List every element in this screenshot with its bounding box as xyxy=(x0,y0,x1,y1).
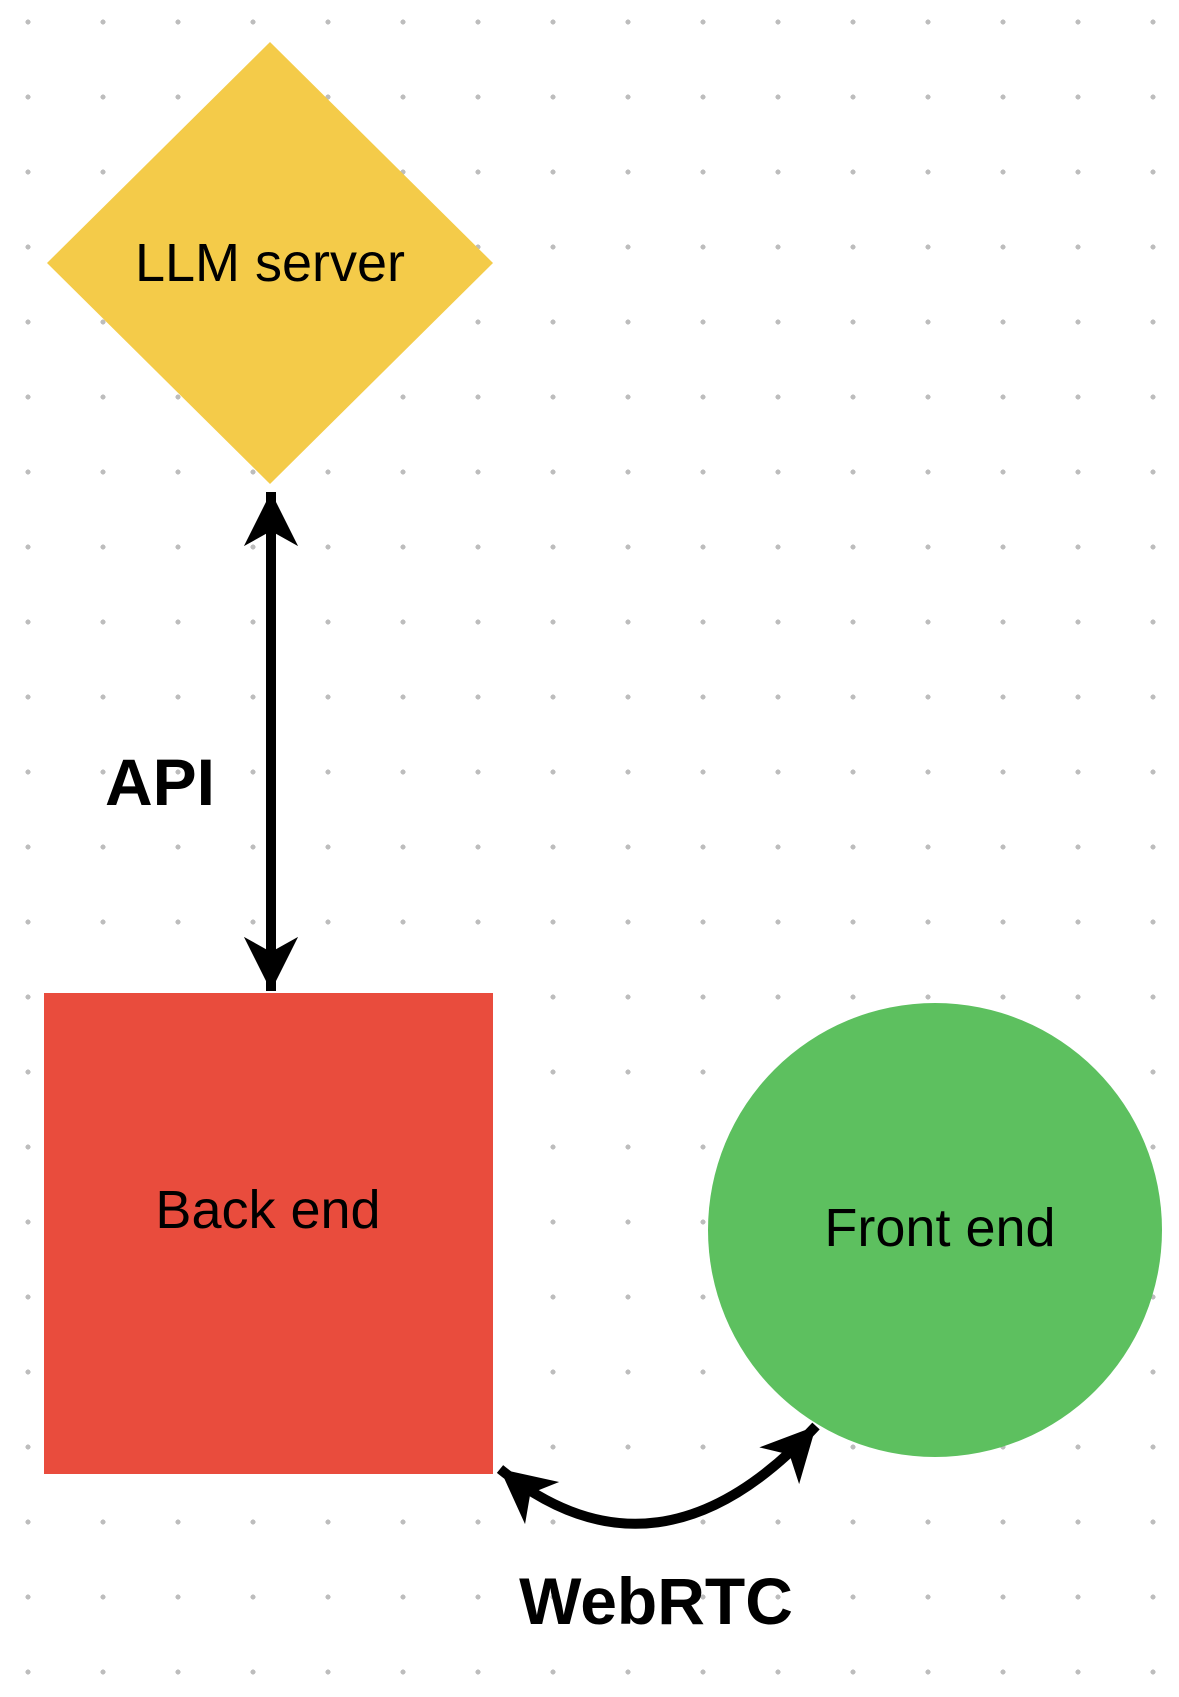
node-llm-server xyxy=(47,42,493,484)
node-back-end xyxy=(44,993,493,1474)
node-front-end xyxy=(708,1003,1162,1457)
connector-api-label: API xyxy=(105,745,215,819)
node-llm-server-label: LLM server xyxy=(135,233,405,293)
connector-webrtc-label: WebRTC xyxy=(519,1564,793,1638)
node-back-end-label: Back end xyxy=(155,1180,380,1240)
node-front-end-label: Front end xyxy=(824,1198,1055,1258)
connector-webrtc-arrow xyxy=(496,1422,820,1529)
